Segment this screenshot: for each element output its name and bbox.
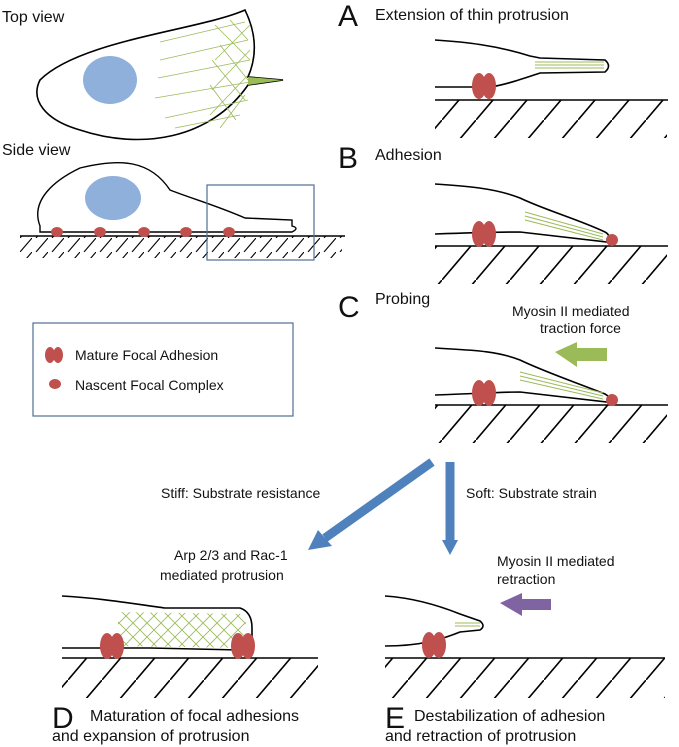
panel-b: B Adhesion [338,142,668,284]
panel-b-nascent-complex [606,234,618,246]
panel-d-mature-adhesion-front [231,633,255,659]
side-view-nucleus [85,176,141,220]
panel-a-substrate-hatch [435,100,667,138]
panel-e-retraction-arrow [500,593,551,616]
soft-branch-label: Soft: Substrate strain [466,485,597,501]
panel-c-letter: C [338,291,360,324]
top-view-nucleus [83,56,137,104]
panel-d-letter: D [52,702,74,735]
side-view-label: Side view [2,142,71,159]
panel-d-caption-line1: Maturation of focal adhesions [90,708,299,725]
panel-b-substrate-hatch [435,246,667,284]
side-view-adhesions [51,227,235,237]
panel-e-note-line2: retraction [497,571,555,587]
panel-c-traction-arrow [555,342,607,367]
panel-d: Arp 2/3 and Rac-1 mediated protrusion D … [52,547,318,745]
panel-c: C Probing Myosin II mediated traction fo… [338,291,668,443]
panel-a-mature-adhesion [472,73,496,99]
panel-b-fibers [524,211,604,241]
panel-d-substrate-hatch [62,658,318,698]
panel-c-mature-adhesion [472,380,496,406]
side-view-zoom-box [206,184,315,261]
legend-mature-adhesion-icon [45,347,63,363]
side-view-substrate-hatch [20,236,342,258]
panel-a-title: Extension of thin protrusion [375,7,569,24]
legend-box [32,322,294,417]
panel-e-substrate-hatch [385,658,665,698]
panel-e-mature-adhesion [422,632,446,658]
panel-e: Myosin II mediated retraction E Destabil… [384,553,665,745]
panel-c-fibers [519,371,604,400]
panel-a-fibers [535,61,604,69]
panel-d-note-line1: Arp 2/3 and Rac-1 [174,547,288,563]
legend-nascent-complex-icon [49,379,61,389]
panel-e-fibers [455,622,480,627]
panel-b-letter: B [338,142,358,175]
top-view-label: Top view [2,9,65,26]
panel-c-title: Probing [375,291,430,308]
panel-a: A Extension of thin protrusion [338,0,668,138]
branch-arrows: Stiff: Substrate resistance Soft: Substr… [161,458,597,555]
panel-c-nascent-complex [606,394,618,406]
panel-c-substrate-hatch [435,405,667,443]
panel-c-force-label-line1: Myosin II mediated [512,303,630,319]
panel-d-mature-adhesion-rear [100,633,124,659]
stiff-branch-label: Stiff: Substrate resistance [161,485,320,501]
panel-e-letter: E [385,702,405,735]
panel-d-note-line2: mediated protrusion [160,567,284,583]
stiff-branch-arrow-shaft [322,458,435,542]
side-view-cell [20,161,345,261]
panel-e-caption-line1: Destabilization of adhesion [414,708,605,725]
legend: Mature Focal Adhesion Nascent Focal Comp… [32,322,294,417]
panel-c-force-label-line2: traction force [540,320,621,336]
stiff-branch-arrow-head [308,530,332,550]
legend-mature-label: Mature Focal Adhesion [75,347,218,363]
panel-a-letter: A [338,0,358,33]
panel-e-caption-line2: and retraction of protrusion [385,728,576,745]
soft-branch-arrow-head [442,540,458,555]
top-view-actin-fibers [154,19,251,129]
panel-b-mature-adhesion [472,221,496,247]
panel-b-title: Adhesion [375,147,442,164]
panel-e-note-line1: Myosin II mediated [497,553,615,569]
panel-d-caption-line2: and expansion of protrusion [52,728,249,745]
panel-d-actin-mesh [118,612,248,648]
legend-nascent-label: Nascent Focal Complex [75,377,224,393]
top-view-filopodium [248,77,283,85]
top-view-cell [36,8,284,141]
